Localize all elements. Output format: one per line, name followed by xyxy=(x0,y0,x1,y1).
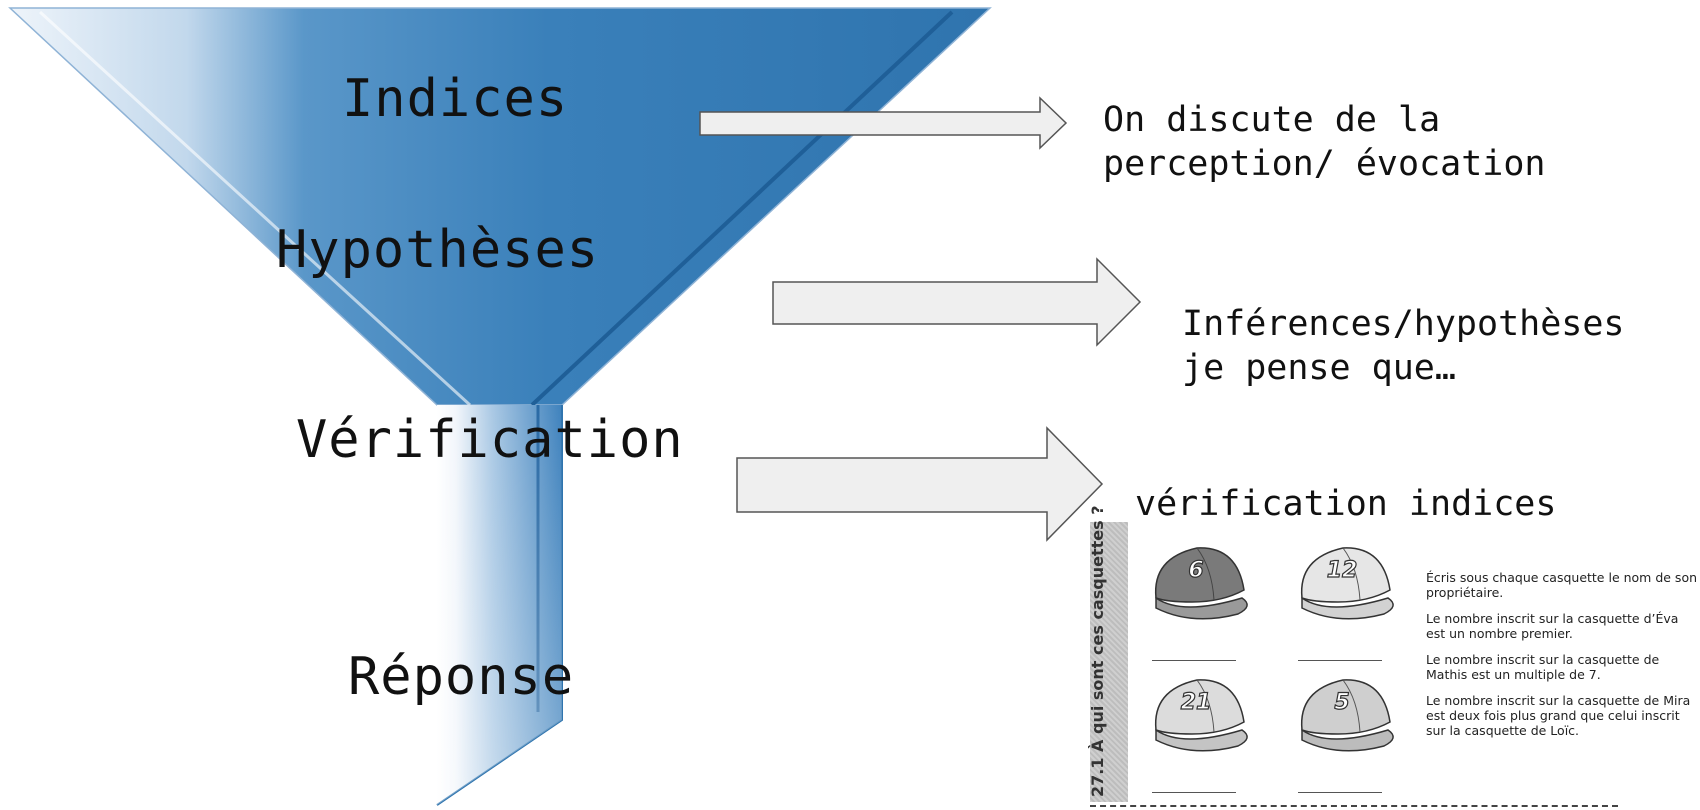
worksheet-title: 27.1 À qui sont ces casquettes ? xyxy=(1088,505,1107,797)
cap-icon xyxy=(1154,679,1248,752)
cap-number: 21 xyxy=(1180,689,1212,715)
stage-hypotheses: Hypothèses xyxy=(276,220,600,280)
answer-line xyxy=(1152,792,1236,793)
cap-image: 12 xyxy=(1288,538,1408,661)
cap-number: 6 xyxy=(1188,557,1205,583)
note-perception: On discute de la perception/ évocation xyxy=(1103,100,1546,184)
cap-image: 6 xyxy=(1142,538,1262,661)
instruction-line: Le nombre inscrit sur la casquette de Ma… xyxy=(1426,652,1660,682)
worksheet-title-band xyxy=(1090,522,1128,802)
cap-number: 5 xyxy=(1334,689,1351,715)
instruction-line: Le nombre inscrit sur la casquette de Mi… xyxy=(1426,693,1691,738)
worksheet-excerpt: 27.1 À qui sont ces casquettes ? 6 12 21 xyxy=(1088,505,1700,810)
worksheet-instructions: Écris sous chaque casquette le nom de so… xyxy=(1426,570,1700,749)
answer-line xyxy=(1298,792,1382,793)
cap-icon xyxy=(1300,547,1394,620)
cap-image: 21 xyxy=(1142,670,1262,793)
stage-reponse: Réponse xyxy=(348,647,575,707)
cap-image: 5 xyxy=(1288,670,1408,793)
note-verification: vérification indices xyxy=(1135,484,1557,524)
cut-line xyxy=(1090,805,1618,807)
funnel-cone xyxy=(8,7,992,406)
funnel-cone-rim xyxy=(530,10,954,407)
note-inferences: Inférences/hypothèses je pense que… xyxy=(1182,304,1625,388)
stage-indices: Indices xyxy=(342,69,569,129)
cap-number: 12 xyxy=(1326,557,1358,583)
stage-verification: Vérification xyxy=(296,410,684,470)
arrow-perception xyxy=(699,96,1068,150)
instruction-line: Le nombre inscrit sur la casquette d’Éva… xyxy=(1426,611,1679,641)
answer-line xyxy=(1298,660,1382,661)
instruction-line: Écris sous chaque casquette le nom de so… xyxy=(1426,570,1698,600)
arrow-inferences xyxy=(772,257,1142,347)
cap-icon xyxy=(1300,679,1394,752)
answer-line xyxy=(1152,660,1236,661)
funnel-cone-inner-edge xyxy=(38,10,472,407)
arrow-verification xyxy=(736,426,1104,542)
cap-icon xyxy=(1154,547,1248,620)
